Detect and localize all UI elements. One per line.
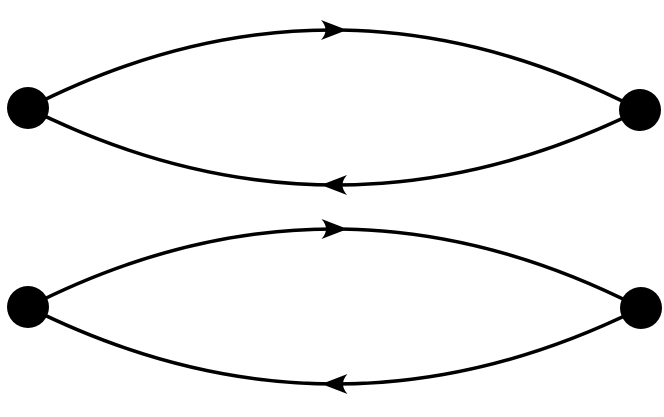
node-top-right	[619, 89, 661, 131]
edge-bottom-loop-lower	[26, 305, 643, 386]
arrowhead-left-icon	[321, 175, 347, 195]
arrowhead-right-icon	[321, 20, 347, 40]
edge-bottom-loop-upper	[26, 227, 643, 310]
node-top-left	[7, 87, 49, 129]
arrowhead-left-icon	[321, 374, 348, 394]
arrowhead-right-icon	[321, 219, 348, 239]
node-bottom-left	[7, 286, 49, 328]
edge-top-loop-lower	[26, 106, 642, 187]
edge-top-loop-upper	[26, 28, 642, 112]
node-bottom-right	[620, 287, 662, 329]
